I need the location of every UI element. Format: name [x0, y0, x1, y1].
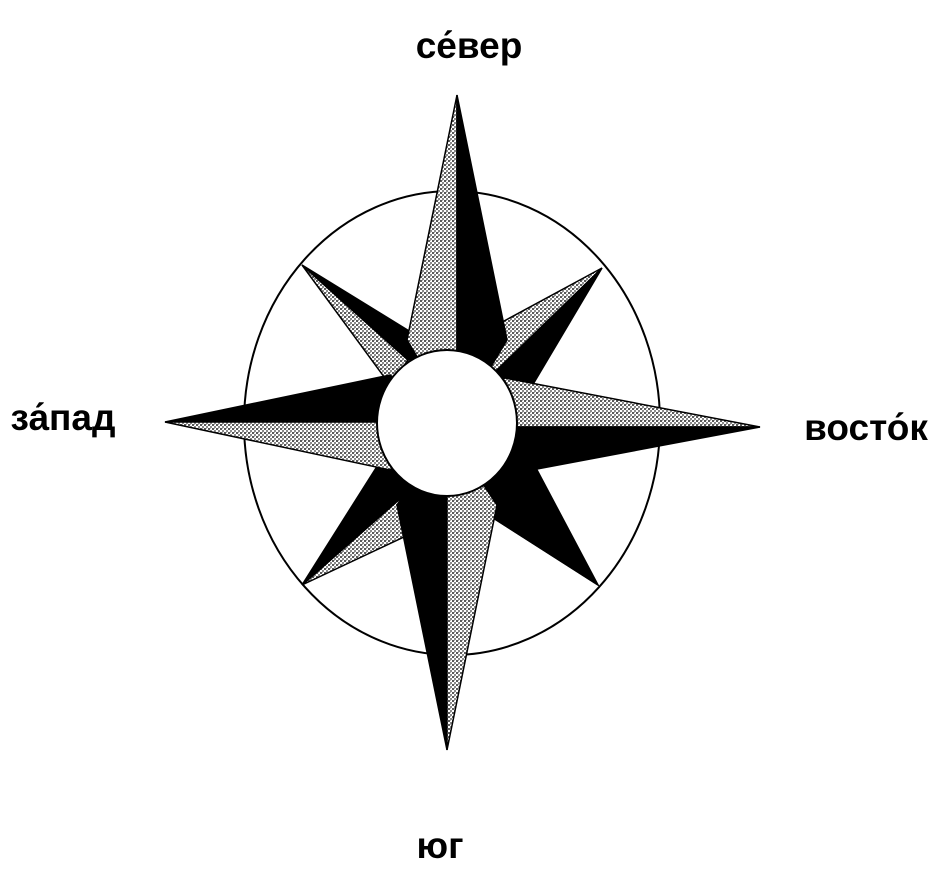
south-label: юг	[416, 825, 463, 866]
west-label: за́пад	[11, 397, 116, 438]
north-label: се́вер	[416, 25, 523, 66]
compass-center-hub	[377, 350, 517, 496]
east-label: восто́к	[804, 407, 928, 448]
